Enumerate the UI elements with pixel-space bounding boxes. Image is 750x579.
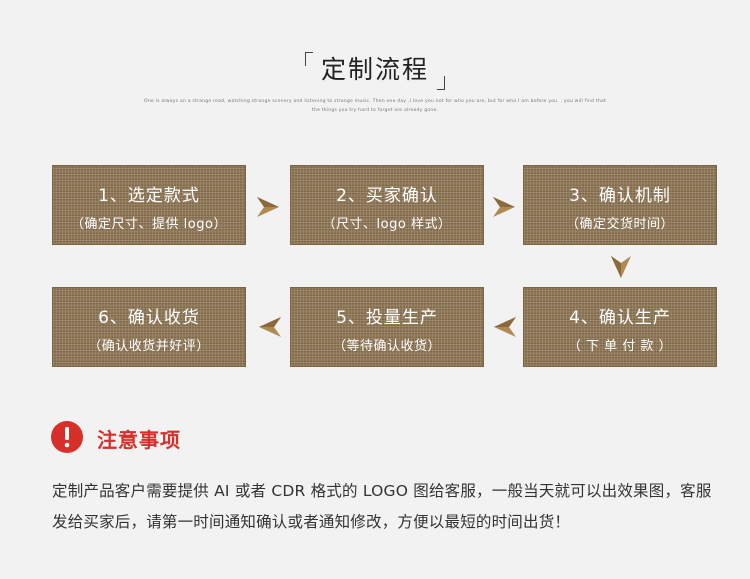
exclamation-icon [51, 421, 83, 453]
notice-text: 定制产品客户需要提供 AI 或者 CDR 格式的 LOGO 图给客服，一般当天就… [52, 482, 712, 531]
step-title: 6、确认收货 [98, 308, 200, 328]
arrow-down-icon [611, 256, 631, 278]
arrow-left-icon [259, 317, 281, 337]
step-title: 1、选定款式 [98, 186, 200, 206]
page-title: 定制流程 [303, 48, 447, 92]
arrow-left-icon [494, 317, 516, 337]
step-1: 1、选定款式 （确定尺寸、提供 logo） [52, 165, 246, 245]
header: 定制流程 [0, 48, 750, 92]
step-subtitle: （ 下 单 付 款 ） [567, 339, 673, 354]
step-subtitle: （确认收货并好评） [88, 339, 210, 354]
page-subtitle: One is always on a strange road, watchin… [144, 99, 606, 113]
step-subtitle: （等待确认收货） [332, 339, 441, 354]
arrow-right-icon [493, 197, 515, 217]
step-6: 6、确认收货 （确认收货并好评） [52, 287, 246, 367]
step-4: 4、确认生产 （ 下 单 付 款 ） [523, 287, 717, 367]
step-2: 2、买家确认 （尺寸、logo 样式） [290, 165, 484, 245]
notice-title: 注意事项 [97, 428, 181, 452]
step-5: 5、投量生产 （等待确认收货） [290, 287, 484, 367]
step-3: 3、确认机制 （确定交货时间） [523, 165, 717, 245]
step-title: 2、买家确认 [336, 186, 438, 206]
bracket-bottom-right [437, 76, 445, 90]
step-subtitle: （尺寸、logo 样式） [322, 217, 452, 232]
step-title: 4、确认生产 [569, 308, 671, 328]
arrow-right-icon [257, 197, 279, 217]
step-subtitle: （确定尺寸、提供 logo） [71, 217, 227, 232]
step-subtitle: （确定交货时间） [565, 217, 674, 232]
bracket-top-left [304, 52, 313, 66]
step-title: 3、确认机制 [569, 186, 671, 206]
page-title-text: 定制流程 [320, 55, 429, 84]
step-title: 5、投量生产 [336, 308, 438, 328]
